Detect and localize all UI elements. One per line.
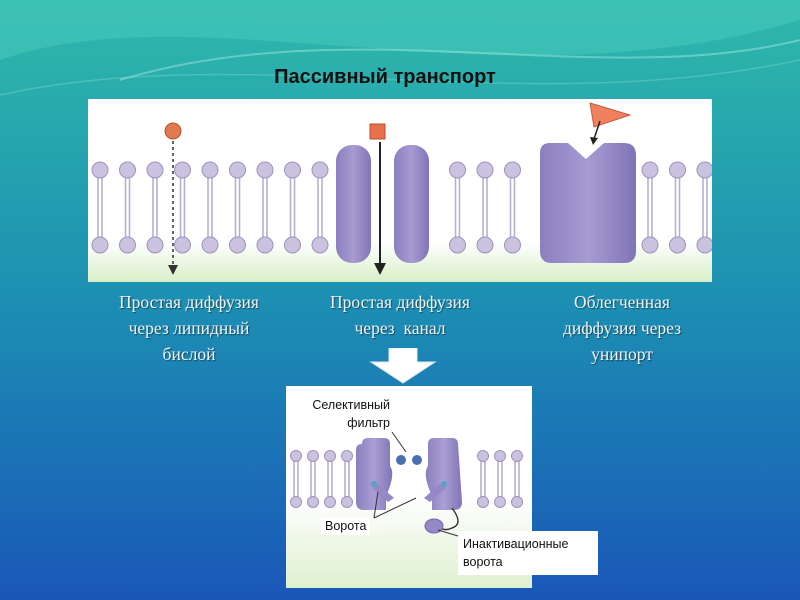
lipid-head xyxy=(449,236,466,254)
lipid-head xyxy=(201,236,219,254)
lipid-head xyxy=(119,161,136,179)
caption-lipid-bilayer-diffusion: Простая диффузия через липидный бислой xyxy=(88,289,290,367)
lipid-head xyxy=(641,161,659,179)
leader-line-gate xyxy=(373,497,417,519)
lipid-head xyxy=(91,236,109,254)
lipid-head xyxy=(229,236,246,254)
page-title: Пассивный транспорт xyxy=(274,66,496,88)
lipid-head xyxy=(494,450,506,462)
label-gate: Ворота xyxy=(321,517,371,535)
lipid-head xyxy=(311,236,329,254)
lipid-head xyxy=(696,236,712,254)
lipid-head xyxy=(477,496,489,508)
label-line: ворота xyxy=(463,555,503,569)
caption-line: через липидный xyxy=(128,318,250,338)
lipid-head xyxy=(477,450,489,462)
down-arrow-icon xyxy=(369,348,437,384)
lipid-head xyxy=(290,496,302,508)
caption-line: через канал xyxy=(354,318,446,338)
lipid-head xyxy=(284,161,301,179)
lipid-bilayer xyxy=(290,450,523,508)
lipid-bilayer xyxy=(91,161,712,254)
lipid-head xyxy=(229,161,246,179)
lipid-head xyxy=(307,496,319,508)
leader-line-inactivation xyxy=(437,529,459,537)
channel-protein-left xyxy=(336,145,371,263)
lipid-head xyxy=(174,161,191,179)
lipid-head xyxy=(307,450,319,462)
lipid-head xyxy=(341,450,353,462)
caption-channel-diffusion: Простая диффузия через канал xyxy=(300,289,500,341)
ion-channel-detail-panel xyxy=(286,386,532,588)
lipid-head xyxy=(341,496,353,508)
lipid-head xyxy=(641,236,659,254)
gate-left xyxy=(372,484,394,502)
label-line: фильтр xyxy=(347,416,390,430)
lipid-head xyxy=(146,161,164,179)
lipid-head xyxy=(669,236,686,254)
lipid-head xyxy=(476,236,494,254)
lipid-head xyxy=(504,161,521,179)
lipid-head xyxy=(511,450,523,462)
gate-site xyxy=(441,481,447,487)
lipid-head xyxy=(324,496,336,508)
lipid-head xyxy=(476,161,494,179)
lipid-head xyxy=(146,236,164,254)
lipid-head xyxy=(174,236,191,254)
molecule-square xyxy=(369,123,386,140)
lipid-head xyxy=(256,161,274,179)
caption-line: Простая диффузия xyxy=(330,292,470,312)
uniport-protein xyxy=(540,143,636,263)
label-line: Селективный xyxy=(312,398,390,412)
caption-uniport-diffusion: Облегченная диффузия через унипорт xyxy=(532,289,712,367)
leader-line-filter xyxy=(391,431,407,453)
label-line: Инактивационные xyxy=(463,537,569,551)
caption-line: унипорт xyxy=(591,344,653,364)
caption-line: Простая диффузия xyxy=(119,292,259,312)
passive-transport-membrane-panel xyxy=(88,99,712,282)
dashed-arrow-head xyxy=(168,265,178,275)
lipid-head xyxy=(504,236,521,254)
caption-line: бислой xyxy=(162,344,216,364)
channel-protein-right xyxy=(394,145,429,263)
gate-site xyxy=(371,481,377,487)
lipid-head xyxy=(91,161,109,179)
lipid-head xyxy=(290,450,302,462)
lipid-head xyxy=(311,161,329,179)
lipid-head xyxy=(494,496,506,508)
lipid-head xyxy=(284,236,301,254)
lipid-head xyxy=(511,496,523,508)
molecule-circle xyxy=(164,122,182,140)
label-selective-filter: Селективный фильтр xyxy=(294,396,390,432)
caption-line: Облегченная xyxy=(574,292,670,312)
lipid-head xyxy=(324,450,336,462)
label-inactivation-gate: Инактивационные ворота xyxy=(458,531,598,575)
lipid-head xyxy=(696,161,712,179)
lipid-head xyxy=(201,161,219,179)
solid-arrow-head xyxy=(374,263,386,275)
gate-right xyxy=(424,484,446,502)
lipid-head xyxy=(669,161,686,179)
uniport-arrow-head xyxy=(590,137,598,145)
selective-filter-site xyxy=(412,455,422,465)
molecule-triangle xyxy=(589,102,632,128)
selective-filter-site xyxy=(396,455,406,465)
lipid-head xyxy=(449,161,466,179)
lipid-head xyxy=(256,236,274,254)
lipid-head xyxy=(119,236,136,254)
caption-line: диффузия через xyxy=(562,318,682,338)
inactivation-ball xyxy=(424,518,444,534)
uniport-arrow-icon xyxy=(593,120,601,140)
leader-line-gate xyxy=(373,491,379,519)
